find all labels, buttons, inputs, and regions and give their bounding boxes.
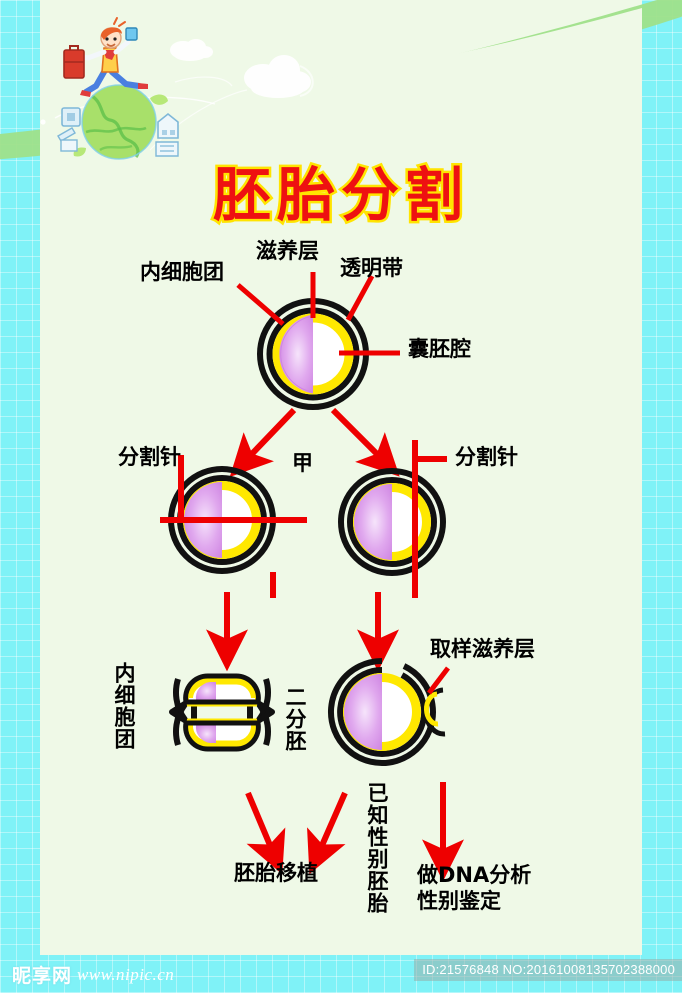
- image-id-badge: ID:21576848 NO:20161008135702388000: [414, 959, 682, 981]
- label-trophoblast: 滋养层: [256, 239, 319, 263]
- label-dna-analysis: 做DNA分析 性别鉴定: [417, 863, 532, 914]
- site-logo: 昵享网 www.nipic.cn: [12, 961, 174, 988]
- label-blastocoel: 囊胚腔: [408, 337, 471, 361]
- label-known-sex-embryo: 已知性别胚胎: [365, 782, 389, 914]
- label-inner-cell-mass-bottom: 内细胞团: [112, 662, 136, 750]
- label-embryo-transfer: 胚胎移植: [234, 861, 318, 885]
- page-title: 胚胎分割: [210, 159, 469, 232]
- site-url: www.nipic.cn: [77, 964, 175, 984]
- label-inner-cell-mass: 内细胞团: [140, 260, 224, 284]
- site-name: 昵享网: [12, 965, 73, 987]
- poster-panel: [40, 0, 642, 955]
- label-jia: 甲: [292, 451, 313, 475]
- label-two-cell-embryo: 二分胚: [283, 686, 307, 752]
- label-zona-pellucida: 透明带: [340, 256, 403, 280]
- footer-watermark: 昵享网 www.nipic.cn ID:21576848 NO:20161008…: [0, 955, 682, 993]
- label-splitting-needle-left: 分割针: [118, 445, 181, 469]
- label-sample-trophoblast: 取样滋养层: [430, 637, 535, 661]
- label-splitting-needle-right: 分割针: [455, 445, 518, 469]
